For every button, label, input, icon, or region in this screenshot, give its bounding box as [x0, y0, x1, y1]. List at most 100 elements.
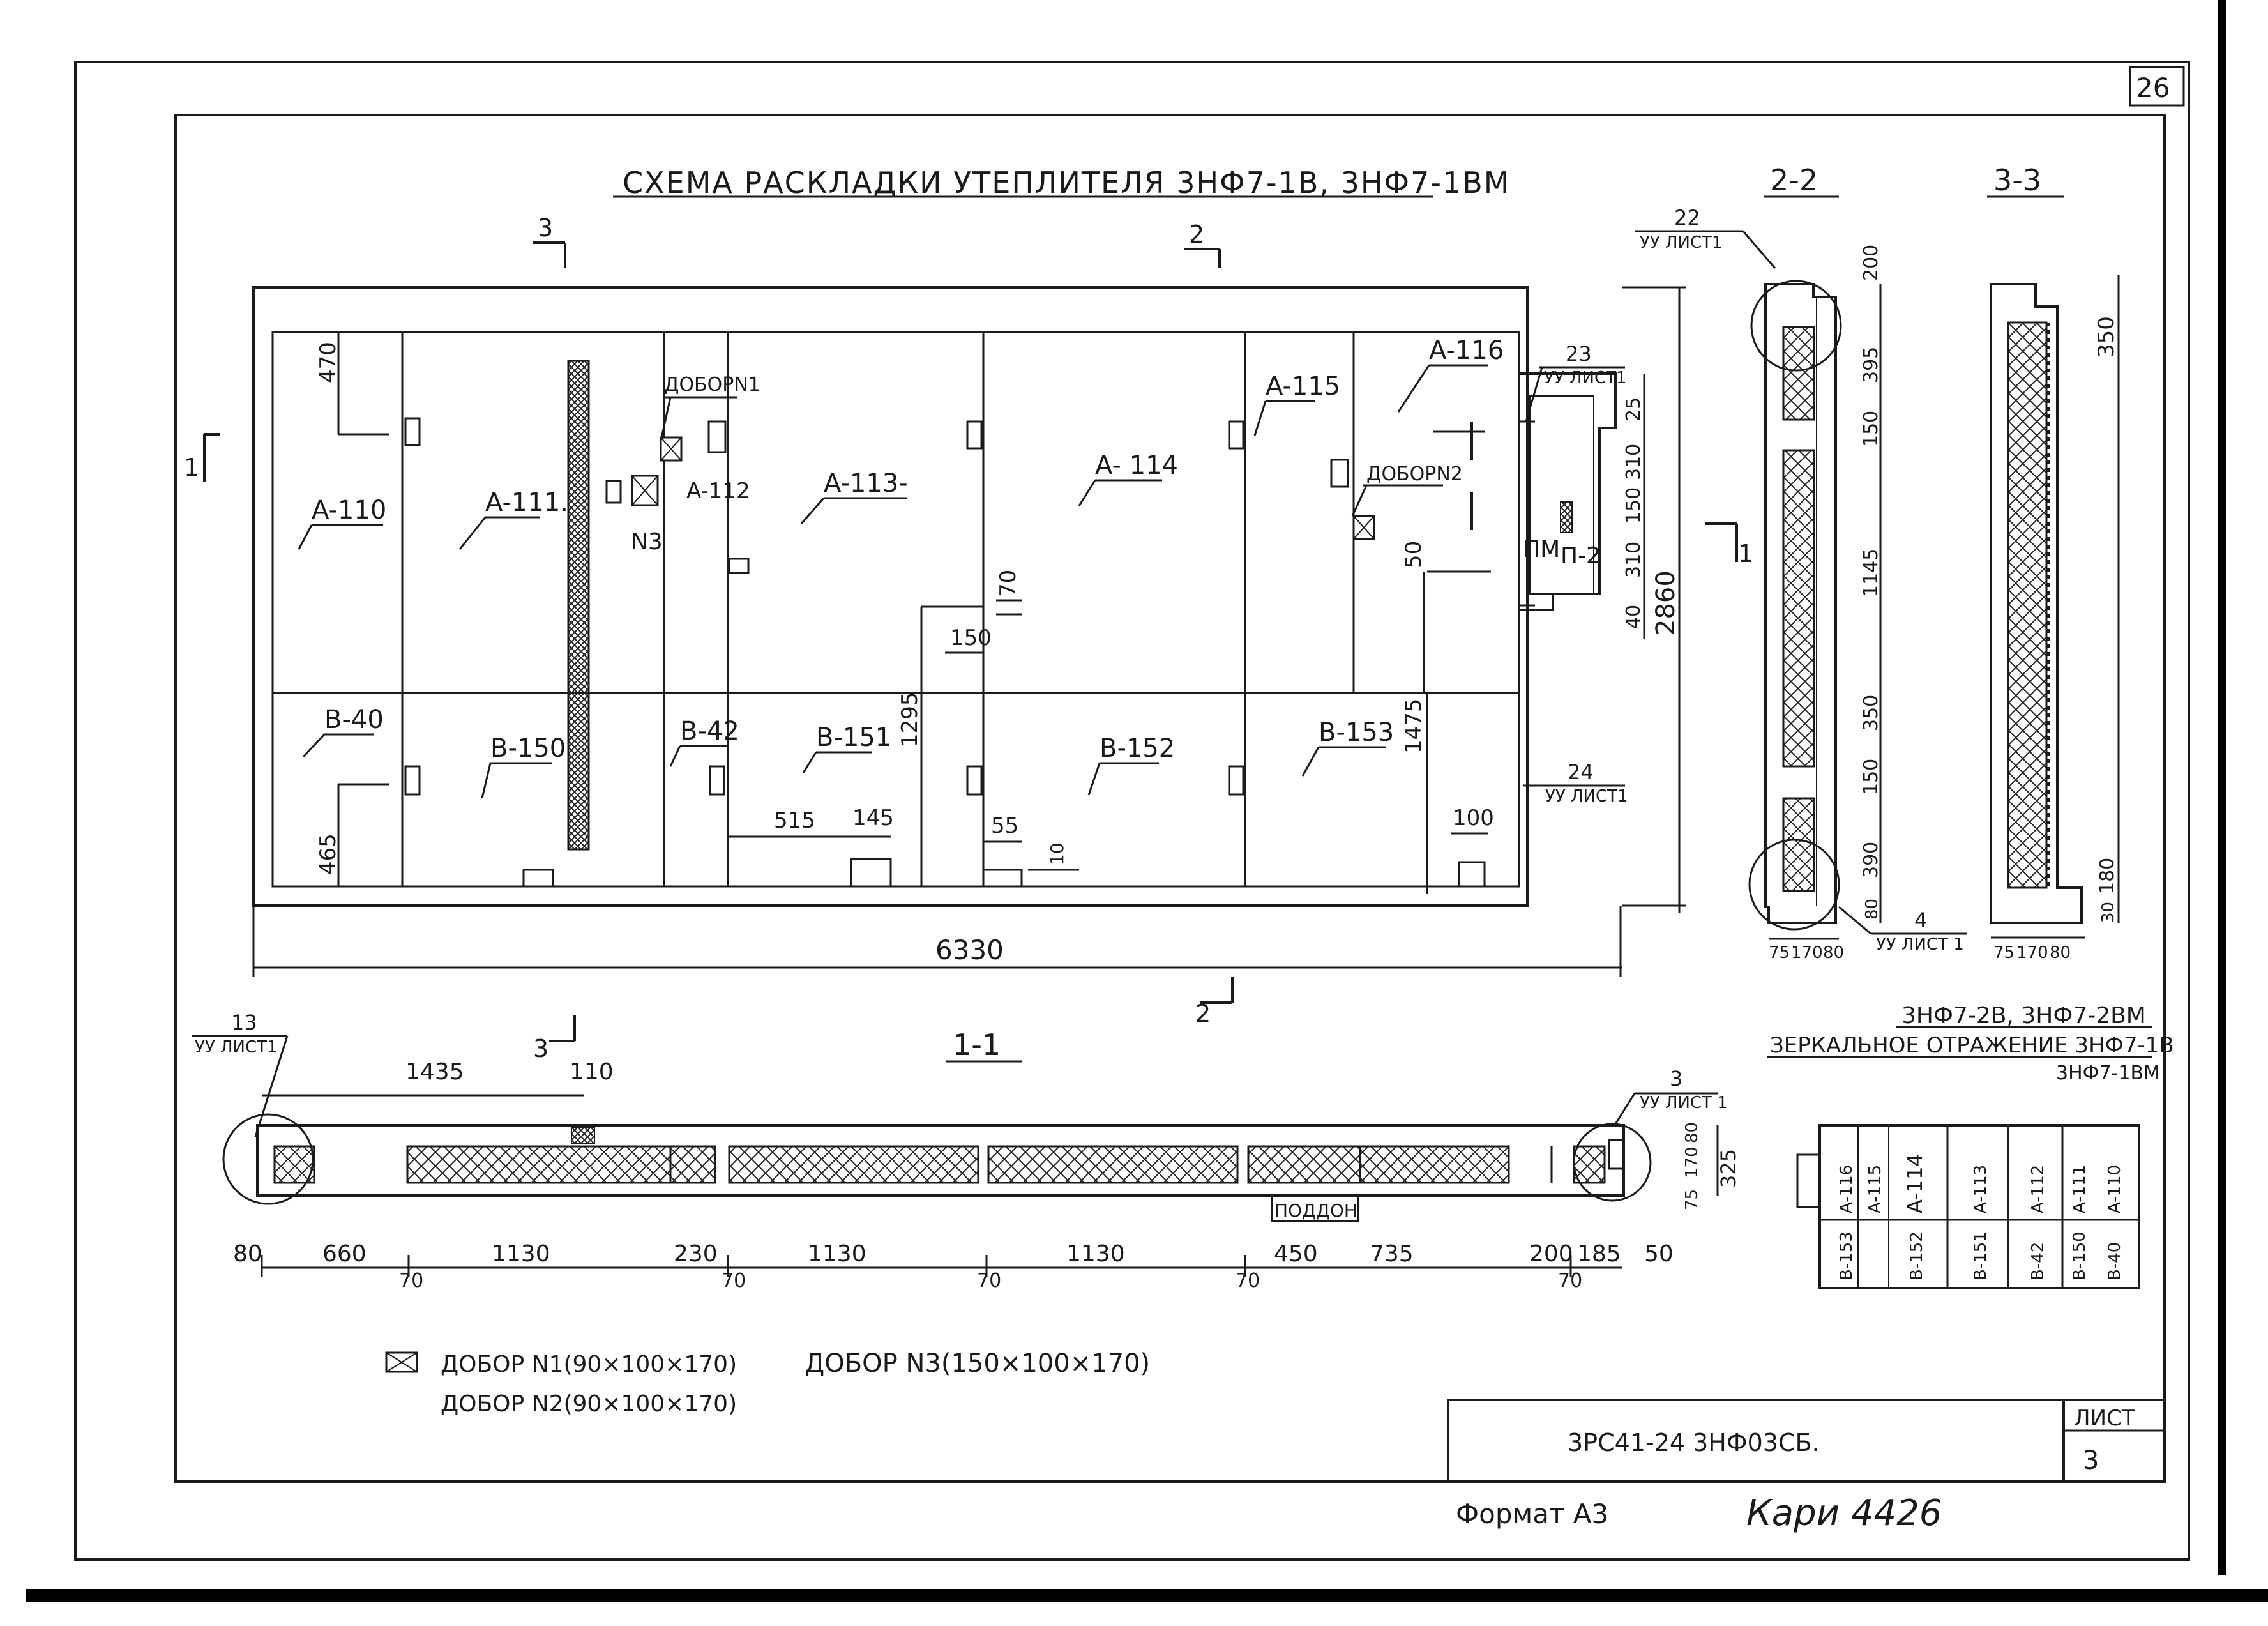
panel-label: A- 114 — [1095, 451, 1178, 480]
cut-label: 2 — [1189, 220, 1204, 248]
callout-number: 24 — [1568, 760, 1594, 784]
dim-text: 70 — [1558, 1270, 1582, 1292]
dim-text: 70 — [399, 1270, 423, 1292]
dim-text: 150 — [950, 625, 992, 651]
legend-item: ДОБОР N3(150×100×170) — [805, 1349, 1150, 1378]
dim-text: 200 — [1860, 245, 1882, 281]
dim-text: 80 — [1863, 899, 1882, 920]
mini-table-cell: A-113 — [1971, 1165, 1990, 1213]
sheet-corner-number: 26 — [2136, 72, 2170, 103]
dim-text: 1145 — [1860, 549, 1882, 597]
dim-text: 1130 — [808, 1241, 866, 1267]
dim-text: 1295 — [897, 692, 923, 747]
window-label-pm: ПМ — [1523, 536, 1560, 563]
dim-text: 25 — [1622, 397, 1645, 422]
window-dims: ПМ П-2 25 310 150 310 40 — [1523, 397, 1645, 629]
dim-text: 70 — [995, 570, 1021, 597]
dim-text: 1130 — [1066, 1241, 1125, 1267]
filler-1-label: ДОБОРN1 — [664, 374, 760, 396]
callout-number: 23 — [1566, 342, 1592, 366]
dim-text: 145 — [852, 805, 894, 831]
callout-sub: УУ ЛИСТ1 — [1640, 233, 1723, 252]
legend: ДОБОР N1(90×100×170) ДОБОР N2(90×100×170… — [385, 1349, 1150, 1417]
section-2-2-dims: 200 395 150 1145 350 150 390 80 75 170 8… — [1769, 245, 1882, 962]
panel-label: A-110 — [312, 496, 386, 525]
dim-text: 1435 — [405, 1059, 464, 1085]
mini-table-cell: B-153 — [1837, 1231, 1856, 1280]
cut-marks — [203, 241, 1738, 1042]
callout-number: 13 — [231, 1010, 257, 1035]
mirror-note-line: ЗЕРКАЛЬНОЕ ОТРАЖЕНИЕ 3НФ7-1В — [1770, 1033, 2174, 1058]
section-3-3-title: 3-3 — [1993, 163, 2041, 197]
tray-label: ПОДДОН — [1274, 1200, 1357, 1221]
cut-label: 1 — [184, 453, 199, 482]
dim-text: 450 — [1274, 1241, 1318, 1267]
dim-text: 310 — [1622, 542, 1645, 578]
dim-text: 1130 — [492, 1241, 550, 1267]
section-1-1-title: 1-1 — [953, 1028, 1001, 1062]
title-block: 3РС41-24 3НФ03СБ. ЛИСТ 3 — [1447, 1399, 2166, 1483]
mirror-note-line: 3НФ7-1ВМ — [2056, 1062, 2160, 1084]
cut-mark-texts: 3 2 1 1 2 3 — [184, 214, 1753, 1063]
callout-number: 22 — [1674, 206, 1700, 230]
outer-frame — [74, 61, 2190, 1561]
dim-text: 395 — [1860, 347, 1882, 383]
dim-text: 310 — [1622, 444, 1645, 480]
panel-label: A-111. — [485, 488, 568, 517]
dim-text: 80 — [2050, 943, 2071, 962]
inner-frame — [174, 114, 2166, 1483]
mini-table-cell: B-150 — [2070, 1231, 2089, 1280]
dim-text: 75 — [1682, 1189, 1702, 1210]
mini-table-cell: A-116 — [1837, 1165, 1856, 1213]
callout-sub: УУ ЛИСТ 1 — [1876, 935, 1964, 954]
dim-text: 110 — [570, 1059, 614, 1085]
dim-text: 30 — [2099, 902, 2118, 923]
panel-label: A-113- — [824, 469, 908, 498]
section-2-2 — [1764, 283, 1882, 940]
section-2-2-title: 2-2 — [1770, 163, 1818, 197]
mini-table-cell: A-115 — [1866, 1165, 1885, 1213]
panel-label: B-40 — [324, 705, 384, 734]
dim-text: 1475 — [1401, 698, 1426, 754]
panel-elevation — [252, 286, 1617, 907]
window-label-p2: П-2 — [1561, 543, 1601, 569]
section-3-3 — [1990, 275, 2120, 939]
dim-text: 465 — [315, 833, 341, 875]
mini-table-cell: B-42 — [2029, 1242, 2048, 1280]
sheet-label: ЛИСТ — [2074, 1406, 2135, 1431]
elevation-dim-texts: 470 465 515 145 1295 70 150 55 10 1475 1… — [315, 342, 1681, 966]
dim-text: 660 — [322, 1241, 367, 1267]
handwritten-signature: Кари 4426 — [1746, 1493, 1942, 1534]
dim-text: 100 — [1453, 805, 1494, 831]
callout-sub: УУ ЛИСТ1 — [1544, 369, 1627, 388]
callout-sub: УУ ЛИСТ1 — [195, 1038, 278, 1057]
elevation-dimensions — [252, 286, 1686, 977]
dim-text: 150 — [1860, 759, 1882, 795]
panel-label: B-150 — [490, 734, 566, 763]
cut-label: 3 — [538, 214, 553, 242]
panel-labels: A-110 A-111. A-112 A-113- A- 114 A-115 A… — [312, 336, 1504, 763]
cut-label: 1 — [1738, 540, 1753, 568]
drawing-title: СХЕМА РАСКЛАДКИ УТЕПЛИТЕЛЯ 3НФ7-1В, 3НФ7… — [623, 165, 1511, 200]
dim-text: 230 — [674, 1241, 718, 1267]
dim-text: 150 — [1622, 487, 1645, 524]
dim-text: 170 — [2016, 943, 2048, 962]
filler-3-label: N3 — [631, 529, 663, 555]
mini-table-cell: B-151 — [1971, 1231, 1990, 1280]
dim-text: 350 — [2094, 316, 2119, 358]
dim-text: 10 — [1047, 842, 1068, 865]
dim-text: 185 — [1577, 1241, 1621, 1267]
filler-2-label: ДОБОРN2 — [1366, 463, 1463, 485]
callout-number: 4 — [1914, 908, 1927, 932]
dim-text: 150 — [1860, 411, 1882, 447]
panel-label: B-152 — [1100, 734, 1175, 763]
mini-table-cell: A-114 — [1903, 1153, 1927, 1213]
dim-text: 75 — [1769, 943, 1790, 962]
panel-label: B-42 — [680, 717, 739, 746]
callout-sub: УУ ЛИСТ 1 — [1640, 1093, 1728, 1113]
mini-table — [1796, 1124, 2140, 1289]
panel-label: A-112 — [686, 478, 750, 504]
section-1-1-dims: 1435 110 80 660 1130 230 1130 1130 450 7… — [233, 1059, 1741, 1292]
